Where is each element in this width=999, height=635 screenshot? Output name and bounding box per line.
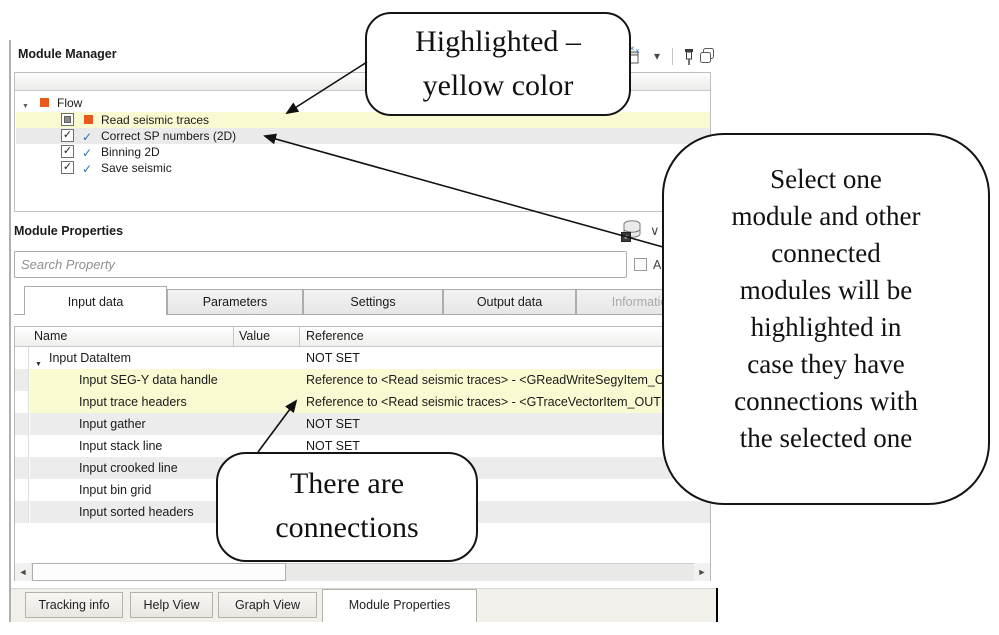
cell-reference: NOT SET xyxy=(306,413,360,435)
tree-row-correct-sp-numbers[interactable]: ✓ ✓ Correct SP numbers (2D) xyxy=(16,128,710,144)
row-gutter xyxy=(15,501,29,523)
tab-tracking-info[interactable]: Tracking info xyxy=(25,592,123,618)
callout-text: case they have xyxy=(664,346,988,383)
callout-text: the selected one xyxy=(664,420,988,457)
callout-text: Select one xyxy=(664,161,988,198)
tab-module-properties[interactable]: Module Properties xyxy=(322,589,477,622)
tab-graph-view[interactable]: Graph View xyxy=(218,592,317,618)
cell-reference: Reference to <Read seismic traces> - <GT… xyxy=(306,391,661,413)
database-icon[interactable] xyxy=(621,219,643,243)
tree-label: Binning 2D xyxy=(101,144,160,160)
tristate-checkbox[interactable] xyxy=(61,113,74,126)
cell-name: Input trace headers xyxy=(79,391,187,413)
toolbar-separator xyxy=(672,48,673,65)
advanced-checkbox[interactable] xyxy=(634,258,647,271)
module-check-icon: ✓ xyxy=(82,161,92,177)
tree-label: Correct SP numbers (2D) xyxy=(101,128,236,144)
row-gutter xyxy=(15,479,29,501)
callout-highlighted-yellow: Highlighted – yellow color xyxy=(365,12,631,116)
column-separator[interactable] xyxy=(233,327,234,347)
checked-checkbox[interactable]: ✓ xyxy=(61,145,74,158)
tab-help-view[interactable]: Help View xyxy=(130,592,213,618)
table-row-input-gather[interactable]: Input gather NOT SET xyxy=(15,413,710,435)
tree-row-save-seismic[interactable]: ✓ ✓ Save seismic xyxy=(16,160,710,176)
module-check-icon: ✓ xyxy=(82,129,92,145)
callout-text: connections xyxy=(218,506,476,550)
column-header-value[interactable]: Value xyxy=(239,329,270,343)
cell-name: Input crooked line xyxy=(79,457,178,479)
toolbar-dropdown-icon[interactable]: ▾ xyxy=(654,49,660,63)
table-row-input-trace-headers[interactable]: Input trace headers Reference to <Read s… xyxy=(15,391,710,413)
tab-settings[interactable]: Settings xyxy=(303,289,443,315)
column-header-reference[interactable]: Reference xyxy=(306,329,364,343)
callout-text: modules will be xyxy=(664,272,988,309)
callout-there-are-connections: There are connections xyxy=(216,452,478,562)
cell-reference: Reference to <Read seismic traces> - <GR… xyxy=(306,369,681,391)
cell-name: Input SEG-Y data handle xyxy=(79,369,218,391)
row-gutter xyxy=(15,413,29,435)
table-row-input-segy-data-handle[interactable]: Input SEG-Y data handle Reference to <Re… xyxy=(15,369,710,391)
column-separator[interactable] xyxy=(299,327,300,347)
tree-label: Save seismic xyxy=(101,160,172,176)
tree-label: Read seismic traces xyxy=(101,112,209,128)
tree-row-binning-2d[interactable]: ✓ ✓ Binning 2D xyxy=(16,144,710,160)
tab-output-data[interactable]: Output data xyxy=(443,289,576,315)
module-check-icon: ✓ xyxy=(82,145,92,161)
checked-checkbox[interactable]: ✓ xyxy=(61,129,74,142)
tab-input-data[interactable]: Input data xyxy=(24,286,167,315)
callout-text: highlighted in xyxy=(664,309,988,346)
row-gutter xyxy=(15,435,29,457)
scrollbar-right-arrow-icon[interactable]: ► xyxy=(694,563,710,581)
svg-text:✕: ✕ xyxy=(635,49,640,55)
window-left-border xyxy=(9,40,11,622)
table-header: Name Value Reference xyxy=(15,327,710,347)
callout-text: Highlighted – xyxy=(367,20,629,64)
callout-text: yellow color xyxy=(367,64,629,108)
cell-name: Input sorted headers xyxy=(79,501,194,523)
tree-label: Flow xyxy=(57,95,82,111)
module-manager-title: Module Manager xyxy=(18,47,117,61)
cell-name: Input bin grid xyxy=(79,479,151,501)
callout-text: There are xyxy=(218,462,476,506)
callout-text: connected xyxy=(664,235,988,272)
scrollbar-left-arrow-icon[interactable]: ◄ xyxy=(15,563,31,581)
scrollbar-thumb[interactable] xyxy=(32,563,286,581)
module-properties-title: Module Properties xyxy=(14,224,123,238)
row-gutter xyxy=(15,391,29,413)
callout-text: connections with xyxy=(664,383,988,420)
float-window-icon[interactable] xyxy=(699,47,715,65)
cell-name: Input stack line xyxy=(79,435,162,457)
row-gutter xyxy=(15,457,29,479)
table-row-input-dataitem[interactable]: ▼ Input DataItem NOT SET xyxy=(15,347,710,369)
column-header-name[interactable]: Name xyxy=(34,329,67,343)
cell-name: Input DataItem xyxy=(49,347,131,369)
callout-text: module and other xyxy=(664,198,988,235)
flow-module-icon xyxy=(40,98,49,107)
pin-icon[interactable] xyxy=(681,47,697,67)
cell-reference: NOT SET xyxy=(306,347,360,369)
row-gutter xyxy=(15,369,29,391)
callout-select-module: Select one module and other connected mo… xyxy=(662,133,990,505)
row-gutter xyxy=(15,347,29,369)
strip-end-line xyxy=(716,588,718,622)
module-status-icon-orange xyxy=(84,115,93,124)
cell-name: Input gather xyxy=(79,413,146,435)
chevron-down-icon[interactable]: ∨ xyxy=(650,223,660,239)
search-property-input[interactable] xyxy=(14,251,627,278)
checked-checkbox[interactable]: ✓ xyxy=(61,161,74,174)
tab-parameters[interactable]: Parameters xyxy=(167,289,303,315)
